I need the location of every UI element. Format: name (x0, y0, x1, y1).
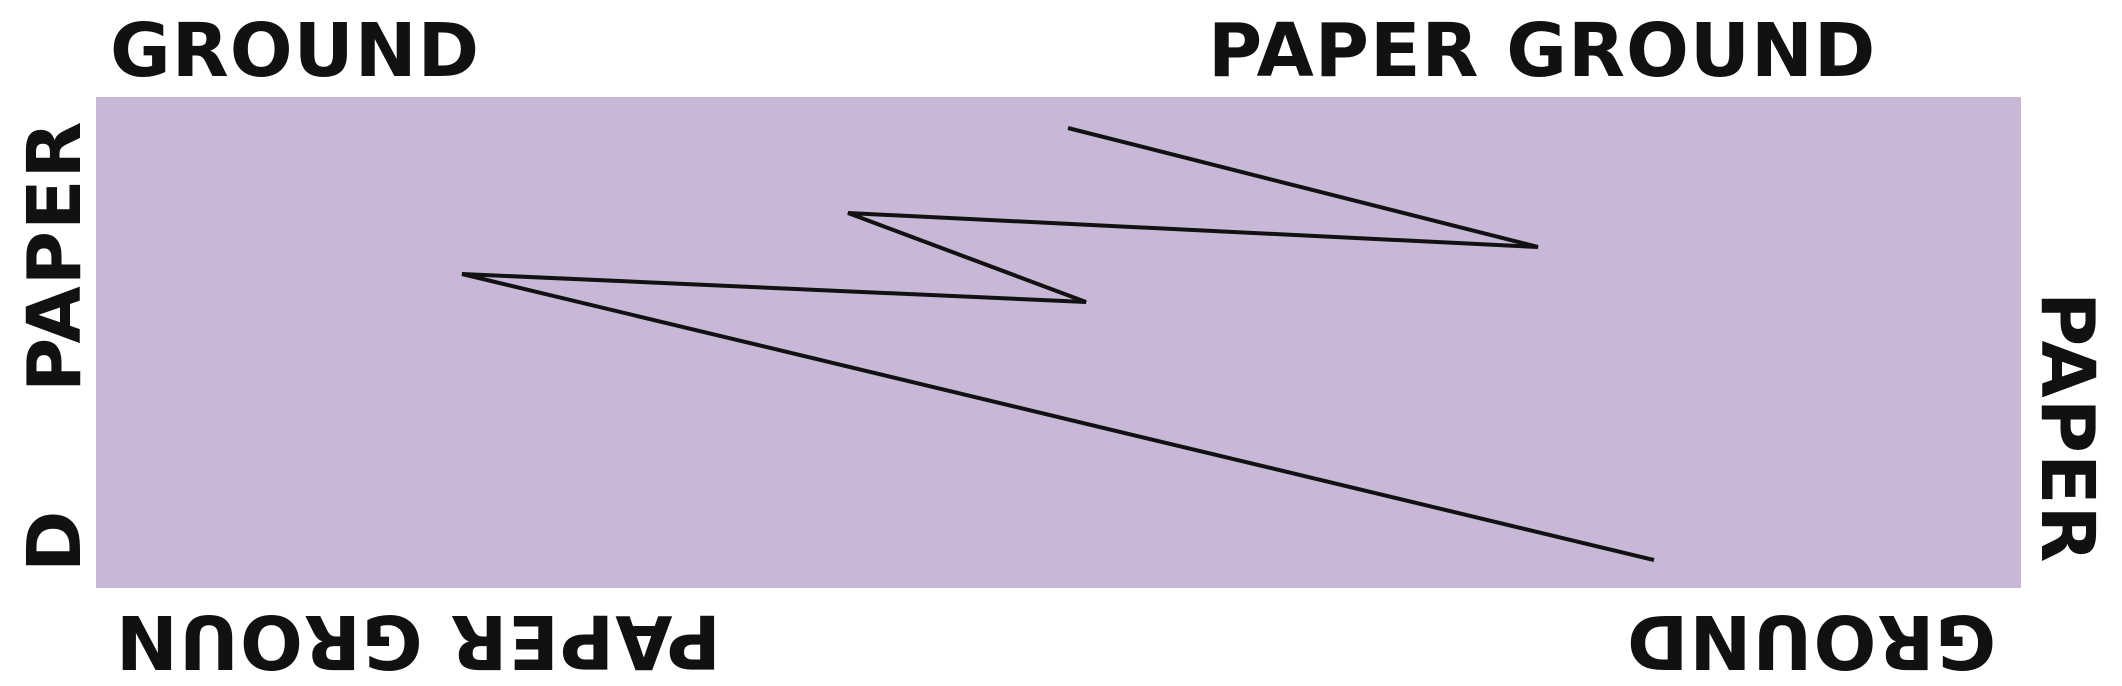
label-bottom-left: PAPER GROUN (115, 598, 721, 684)
label-top-right: PAPER GROUND (1208, 8, 1877, 94)
background-panel (96, 97, 2021, 588)
label-left-upper: PAPER (12, 120, 98, 392)
label-left-lower: D (12, 509, 98, 572)
label-bottom-right: GROUND (1626, 598, 1997, 684)
label-top-left: GROUND (110, 8, 481, 94)
label-right: PAPER (2024, 292, 2110, 564)
